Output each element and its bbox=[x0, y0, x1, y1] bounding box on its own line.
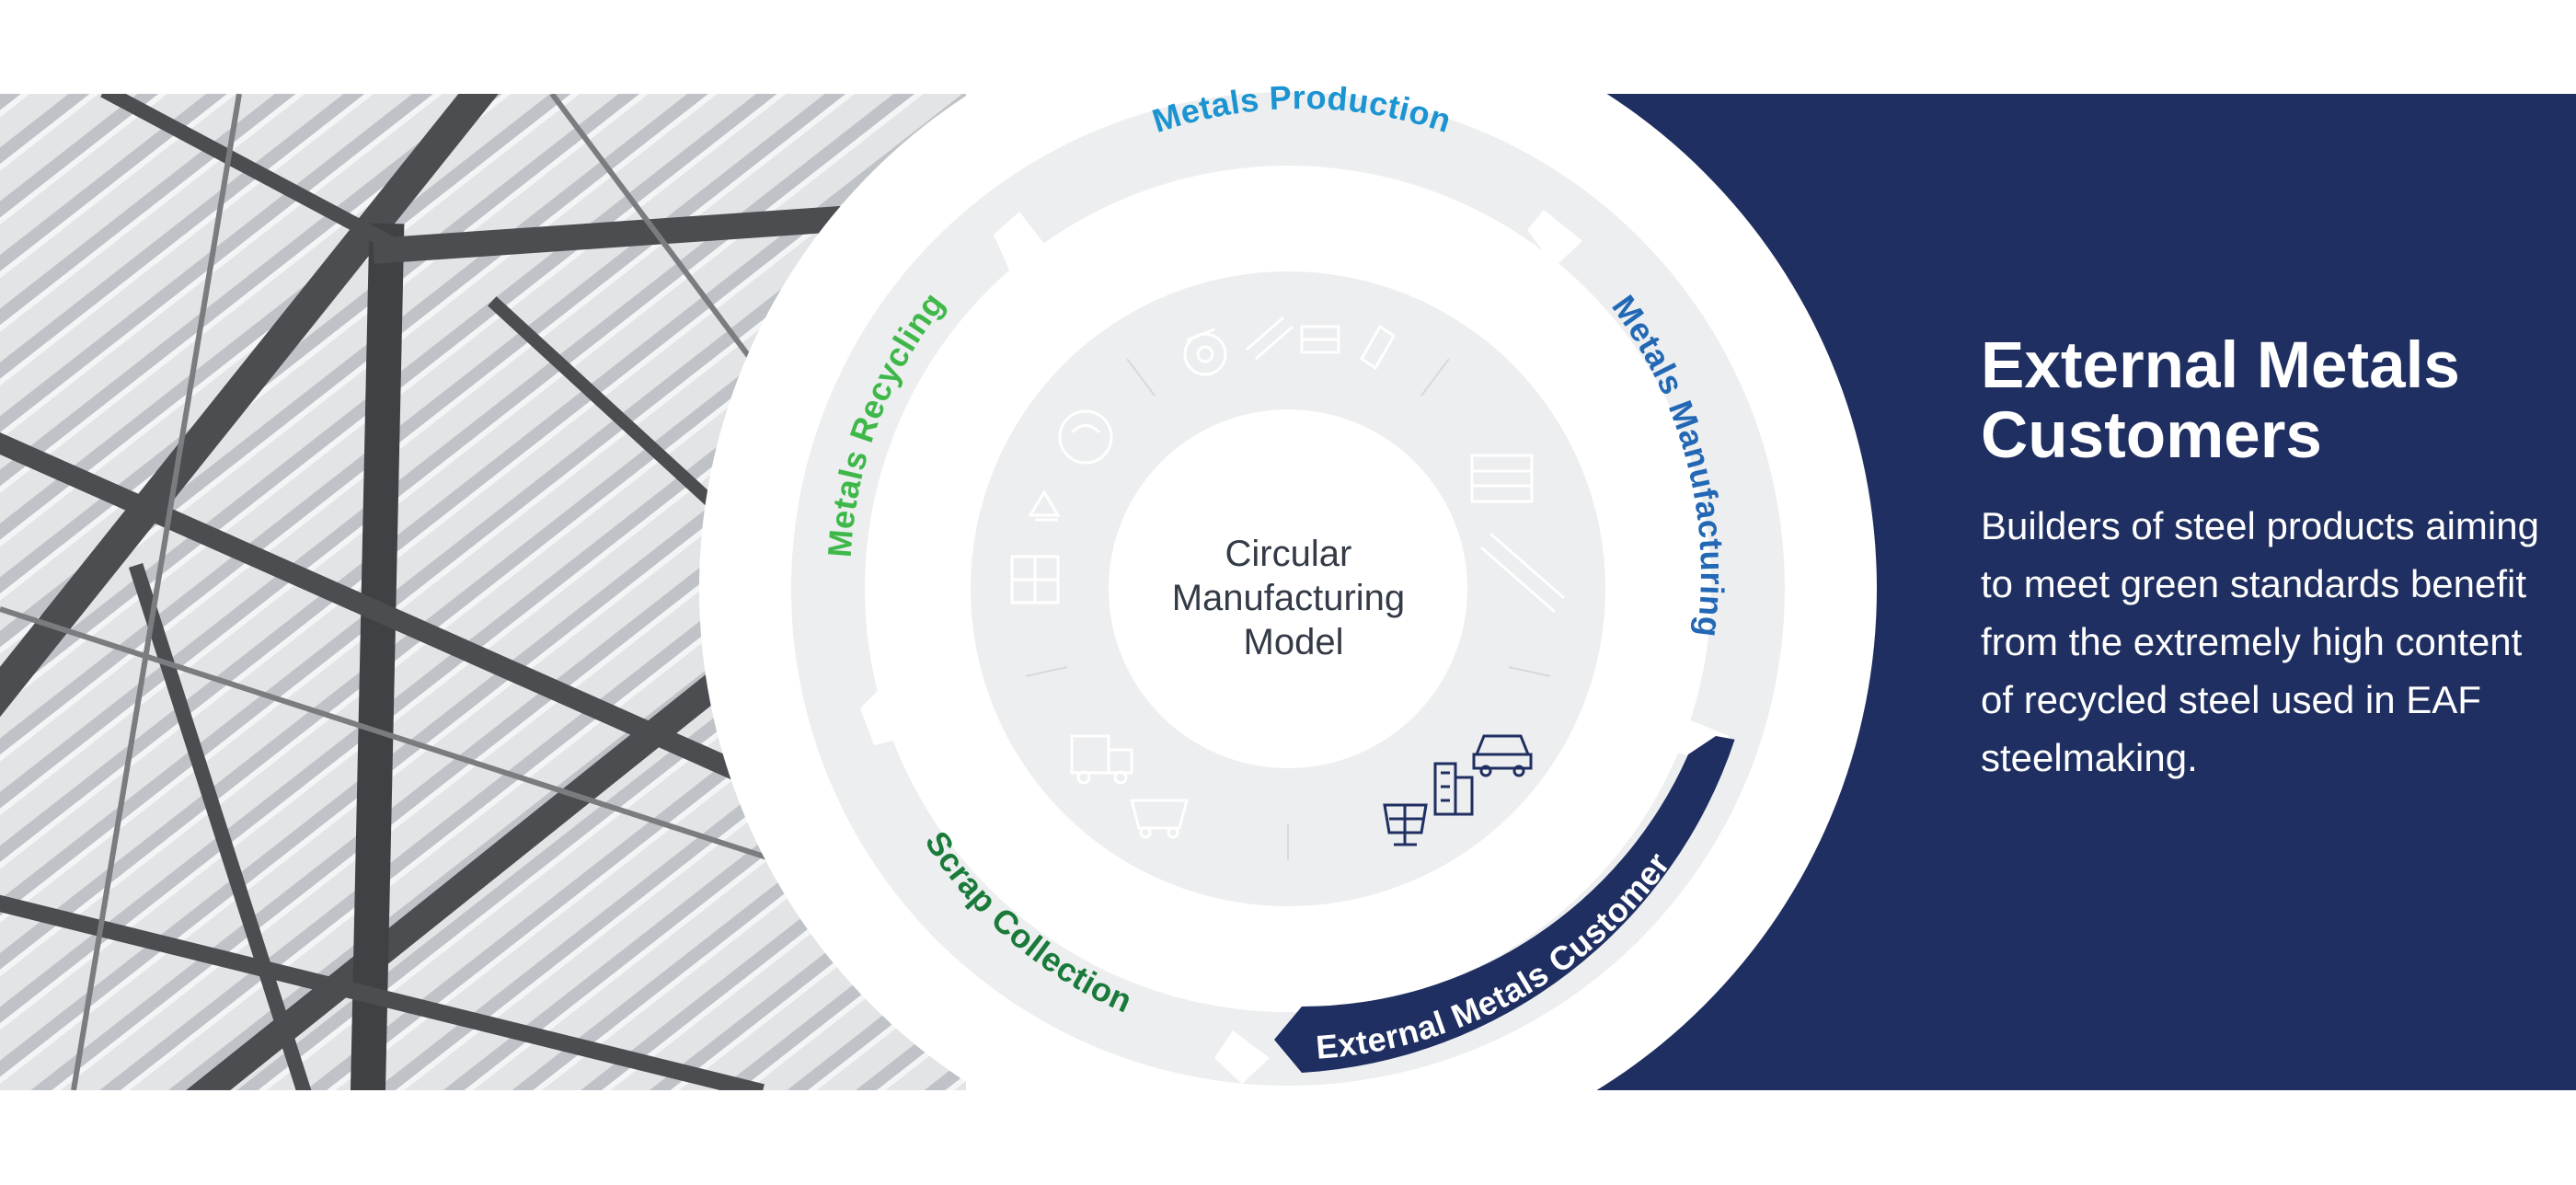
scrap-bale-icon bbox=[1010, 555, 1060, 604]
scrap-cart-icon bbox=[1130, 799, 1189, 839]
active-stage-highlight bbox=[1274, 736, 1735, 1073]
center-label-line-3: Model bbox=[1244, 622, 1344, 662]
steel-coil-icon bbox=[1183, 328, 1227, 376]
steel-rebar-icon bbox=[1360, 324, 1396, 371]
recycle-icon bbox=[1028, 489, 1061, 522]
icon-dividers bbox=[1025, 358, 1551, 860]
steel-sheets-icon bbox=[1300, 325, 1340, 354]
center-disk bbox=[1109, 409, 1467, 768]
recycle-globe-icon bbox=[1058, 409, 1113, 465]
car-icon[interactable] bbox=[1472, 734, 1533, 777]
stage-info: External Metals Customers Builders of st… bbox=[1981, 331, 2551, 787]
stage-arrow-gaps bbox=[860, 210, 1730, 1084]
truck-icon bbox=[1070, 734, 1133, 785]
steel-beam-icon bbox=[1246, 316, 1294, 361]
steel-pipe-icon bbox=[1480, 532, 1565, 614]
center-label-line-1: Circular bbox=[1225, 534, 1352, 574]
info-body: Builders of steel products aiming to mee… bbox=[1981, 504, 2539, 779]
info-title: External Metals Customers bbox=[1981, 329, 2460, 472]
steel-stack-icon bbox=[1470, 454, 1534, 503]
center-label-line-2: Manufacturing bbox=[1172, 578, 1405, 618]
building-icon[interactable] bbox=[1433, 762, 1474, 816]
center-label: Circular Manufacturing Model bbox=[1172, 534, 1416, 662]
solar-panel-icon[interactable] bbox=[1383, 803, 1428, 846]
